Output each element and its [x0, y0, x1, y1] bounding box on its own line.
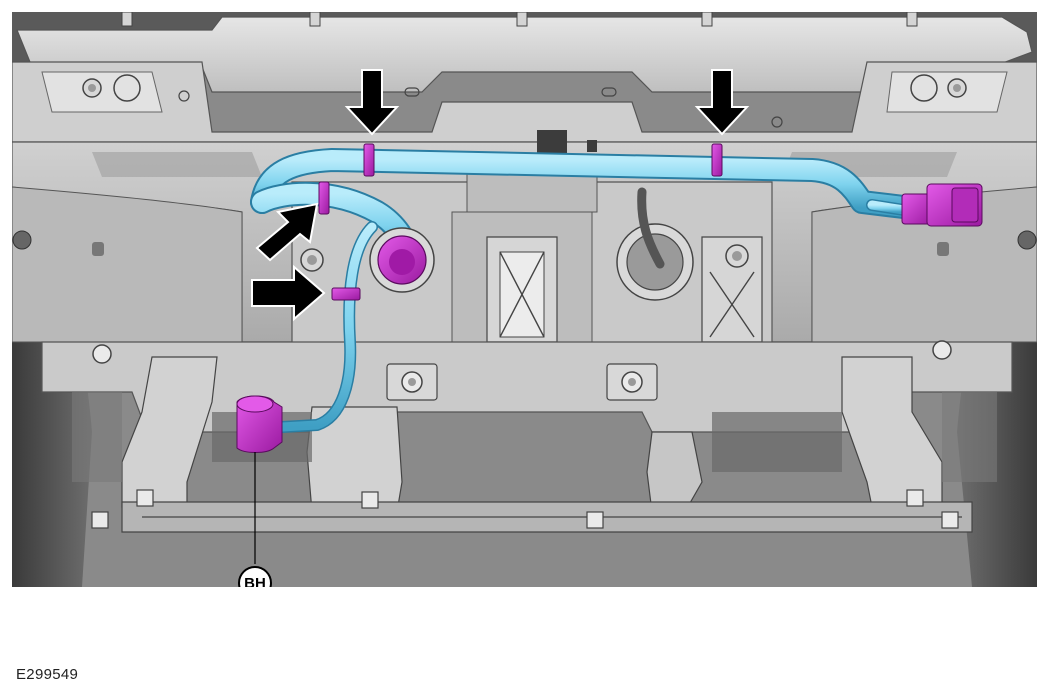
top-right-down-arrow — [694, 69, 750, 136]
right-harness-connector — [901, 183, 983, 227]
wiring-harness-illustration: BH — [12, 12, 1037, 587]
upper-support-panel — [12, 12, 1037, 143]
callout-bh-label: BH — [244, 575, 266, 587]
center-bracket — [291, 130, 773, 358]
left-diagonal-arrow — [255, 202, 319, 262]
left-horizontal-arrow — [251, 264, 326, 322]
figure-id-label: E299549 — [16, 666, 79, 683]
callout-bh: BH — [238, 452, 272, 587]
lower-crossmember — [41, 340, 1013, 433]
grommet-connector — [369, 227, 435, 293]
bh-connector — [236, 395, 283, 453]
lower-brackets — [91, 356, 973, 533]
harness-clips — [318, 143, 723, 301]
top-left-down-arrow — [344, 69, 400, 136]
